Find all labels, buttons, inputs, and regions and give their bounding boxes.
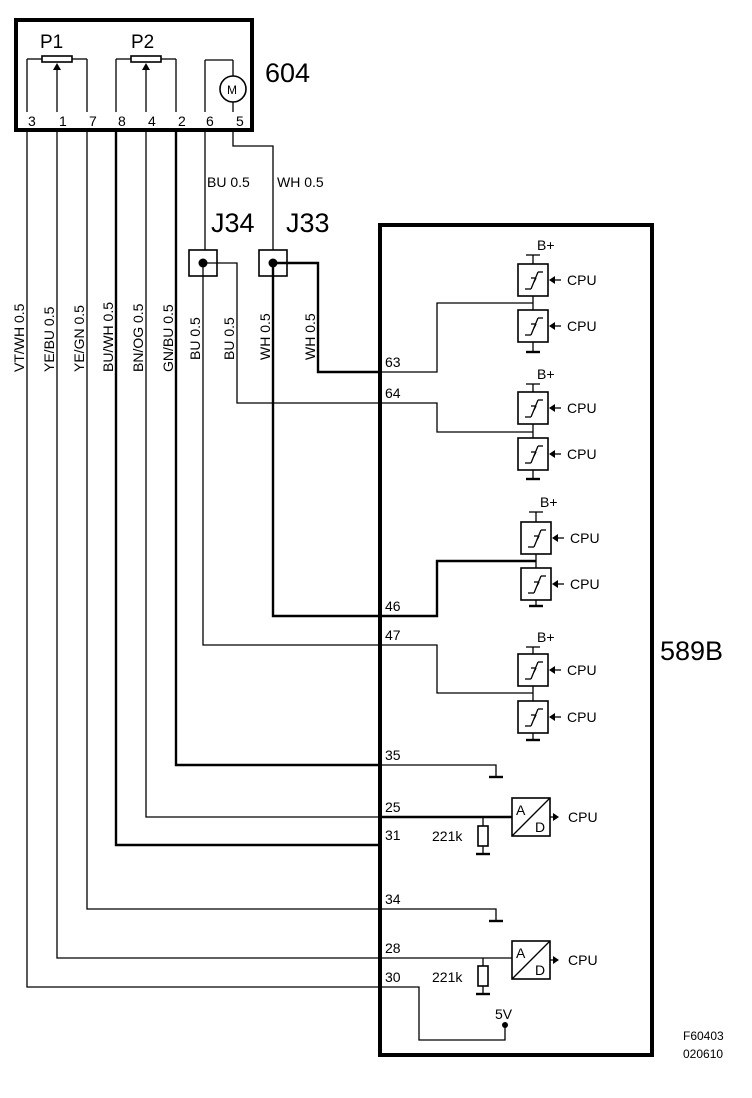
wire-label: BU/WH 0.5 bbox=[100, 302, 116, 372]
figure-code: F60403 bbox=[683, 1029, 724, 1043]
pot-p1-label: P1 bbox=[40, 32, 63, 53]
driver-stage-3 bbox=[380, 511, 565, 618]
resistor-label: 221k bbox=[432, 828, 463, 844]
sensor-pin-label: 4 bbox=[148, 113, 156, 129]
cpu-label: CPU bbox=[567, 318, 597, 334]
pin-64-label: 64 bbox=[385, 385, 401, 401]
motor-wire-white-label: WH 0.5 bbox=[277, 174, 324, 190]
wire-label: BU 0.5 bbox=[187, 317, 203, 360]
supply-label: B+ bbox=[537, 629, 555, 645]
supply-label: B+ bbox=[540, 494, 558, 510]
adc-d-label: D bbox=[535, 962, 545, 978]
adc-a-label: A bbox=[516, 802, 526, 818]
pin-47-label: 47 bbox=[385, 627, 401, 643]
cpu-label: CPU bbox=[567, 272, 597, 288]
motor-wiring: BU 0.5 WH 0.5 J34 J33 bbox=[188, 130, 380, 646]
wire-label: YE/GN 0.5 bbox=[71, 305, 87, 372]
cpu-label: CPU bbox=[567, 446, 597, 462]
driver-labels: B+ B+ B+ B+ CPU CPU CPU CPU CPU CPU CPU … bbox=[537, 237, 600, 725]
wire-label: WH 0.5 bbox=[302, 313, 318, 360]
pin-34-label: 34 bbox=[385, 891, 401, 907]
wire-label: BN/OG 0.5 bbox=[130, 303, 146, 372]
driver-stage-2 bbox=[380, 383, 562, 481]
sensor-pin-label: 8 bbox=[118, 113, 126, 129]
cpu-label: CPU bbox=[567, 400, 597, 416]
cpu-label: CPU bbox=[570, 530, 600, 546]
ground-connections bbox=[380, 764, 503, 923]
sensor-id-label: 604 bbox=[265, 58, 310, 88]
resistor-label: 221k bbox=[432, 969, 463, 985]
cpu-label: CPU bbox=[567, 709, 597, 725]
pot-p2-label: P2 bbox=[131, 32, 154, 53]
driver-stage-4 bbox=[380, 644, 562, 742]
cpu-label: CPU bbox=[570, 576, 600, 592]
pin-25-label: 25 bbox=[385, 799, 401, 815]
wire-label: GN/BU 0.5 bbox=[160, 304, 176, 372]
pin-30-label: 30 bbox=[385, 969, 401, 985]
adc-a-label: A bbox=[516, 945, 526, 961]
sensor-pin-label: 2 bbox=[178, 113, 186, 129]
figure-date: 020610 bbox=[683, 1047, 723, 1061]
wire-label: YE/BU 0.5 bbox=[41, 306, 57, 372]
junction-j34-label: J34 bbox=[211, 208, 255, 238]
module-pins: 63 64 46 47 35 25 31 34 28 30 bbox=[385, 354, 401, 985]
five-volt-reference: 5V bbox=[380, 986, 513, 1041]
module-id-label: 589B bbox=[660, 636, 723, 666]
pin-35-label: 35 bbox=[385, 747, 401, 763]
sensor-pin-label: 1 bbox=[59, 113, 67, 129]
supply-label: B+ bbox=[537, 366, 555, 382]
junction-j33-label: J33 bbox=[286, 208, 330, 238]
pin-28-label: 28 bbox=[385, 940, 401, 956]
control-module-589b bbox=[378, 223, 654, 1057]
sensor-pin-label: 7 bbox=[89, 113, 97, 129]
sensor-pin-label: 5 bbox=[236, 113, 244, 129]
cpu-label: CPU bbox=[567, 662, 597, 678]
adc-converter-1: A D CPU 221k bbox=[380, 797, 598, 856]
pin-31-label: 31 bbox=[385, 827, 401, 843]
sensor-wiring bbox=[26, 130, 380, 988]
pin-46-label: 46 bbox=[385, 598, 401, 614]
sensor-pin-label: 6 bbox=[206, 113, 214, 129]
pin-63-label: 63 bbox=[385, 354, 401, 370]
five-volt-label: 5V bbox=[495, 1006, 513, 1022]
wire-label: BU 0.5 bbox=[221, 317, 237, 360]
cpu-label: CPU bbox=[568, 809, 598, 825]
adc-converter-2: A D CPU 221k bbox=[380, 940, 598, 996]
motor-wire-blue-label: BU 0.5 bbox=[207, 174, 250, 190]
driver-stage-1 bbox=[380, 254, 562, 373]
sensor-unit-604: P1 P2 M 3 1 7 8 4 2 6 5 bbox=[14, 18, 254, 132]
motor-label: M bbox=[227, 83, 237, 97]
wire-labels: VT/WH 0.5 YE/BU 0.5 YE/GN 0.5 BU/WH 0.5 … bbox=[11, 302, 318, 372]
supply-label: B+ bbox=[537, 237, 555, 253]
cpu-label: CPU bbox=[568, 952, 598, 968]
wire-label: WH 0.5 bbox=[257, 313, 273, 360]
adc-d-label: D bbox=[535, 819, 545, 835]
wire-label: VT/WH 0.5 bbox=[11, 303, 27, 372]
sensor-pin-label: 3 bbox=[28, 113, 36, 129]
